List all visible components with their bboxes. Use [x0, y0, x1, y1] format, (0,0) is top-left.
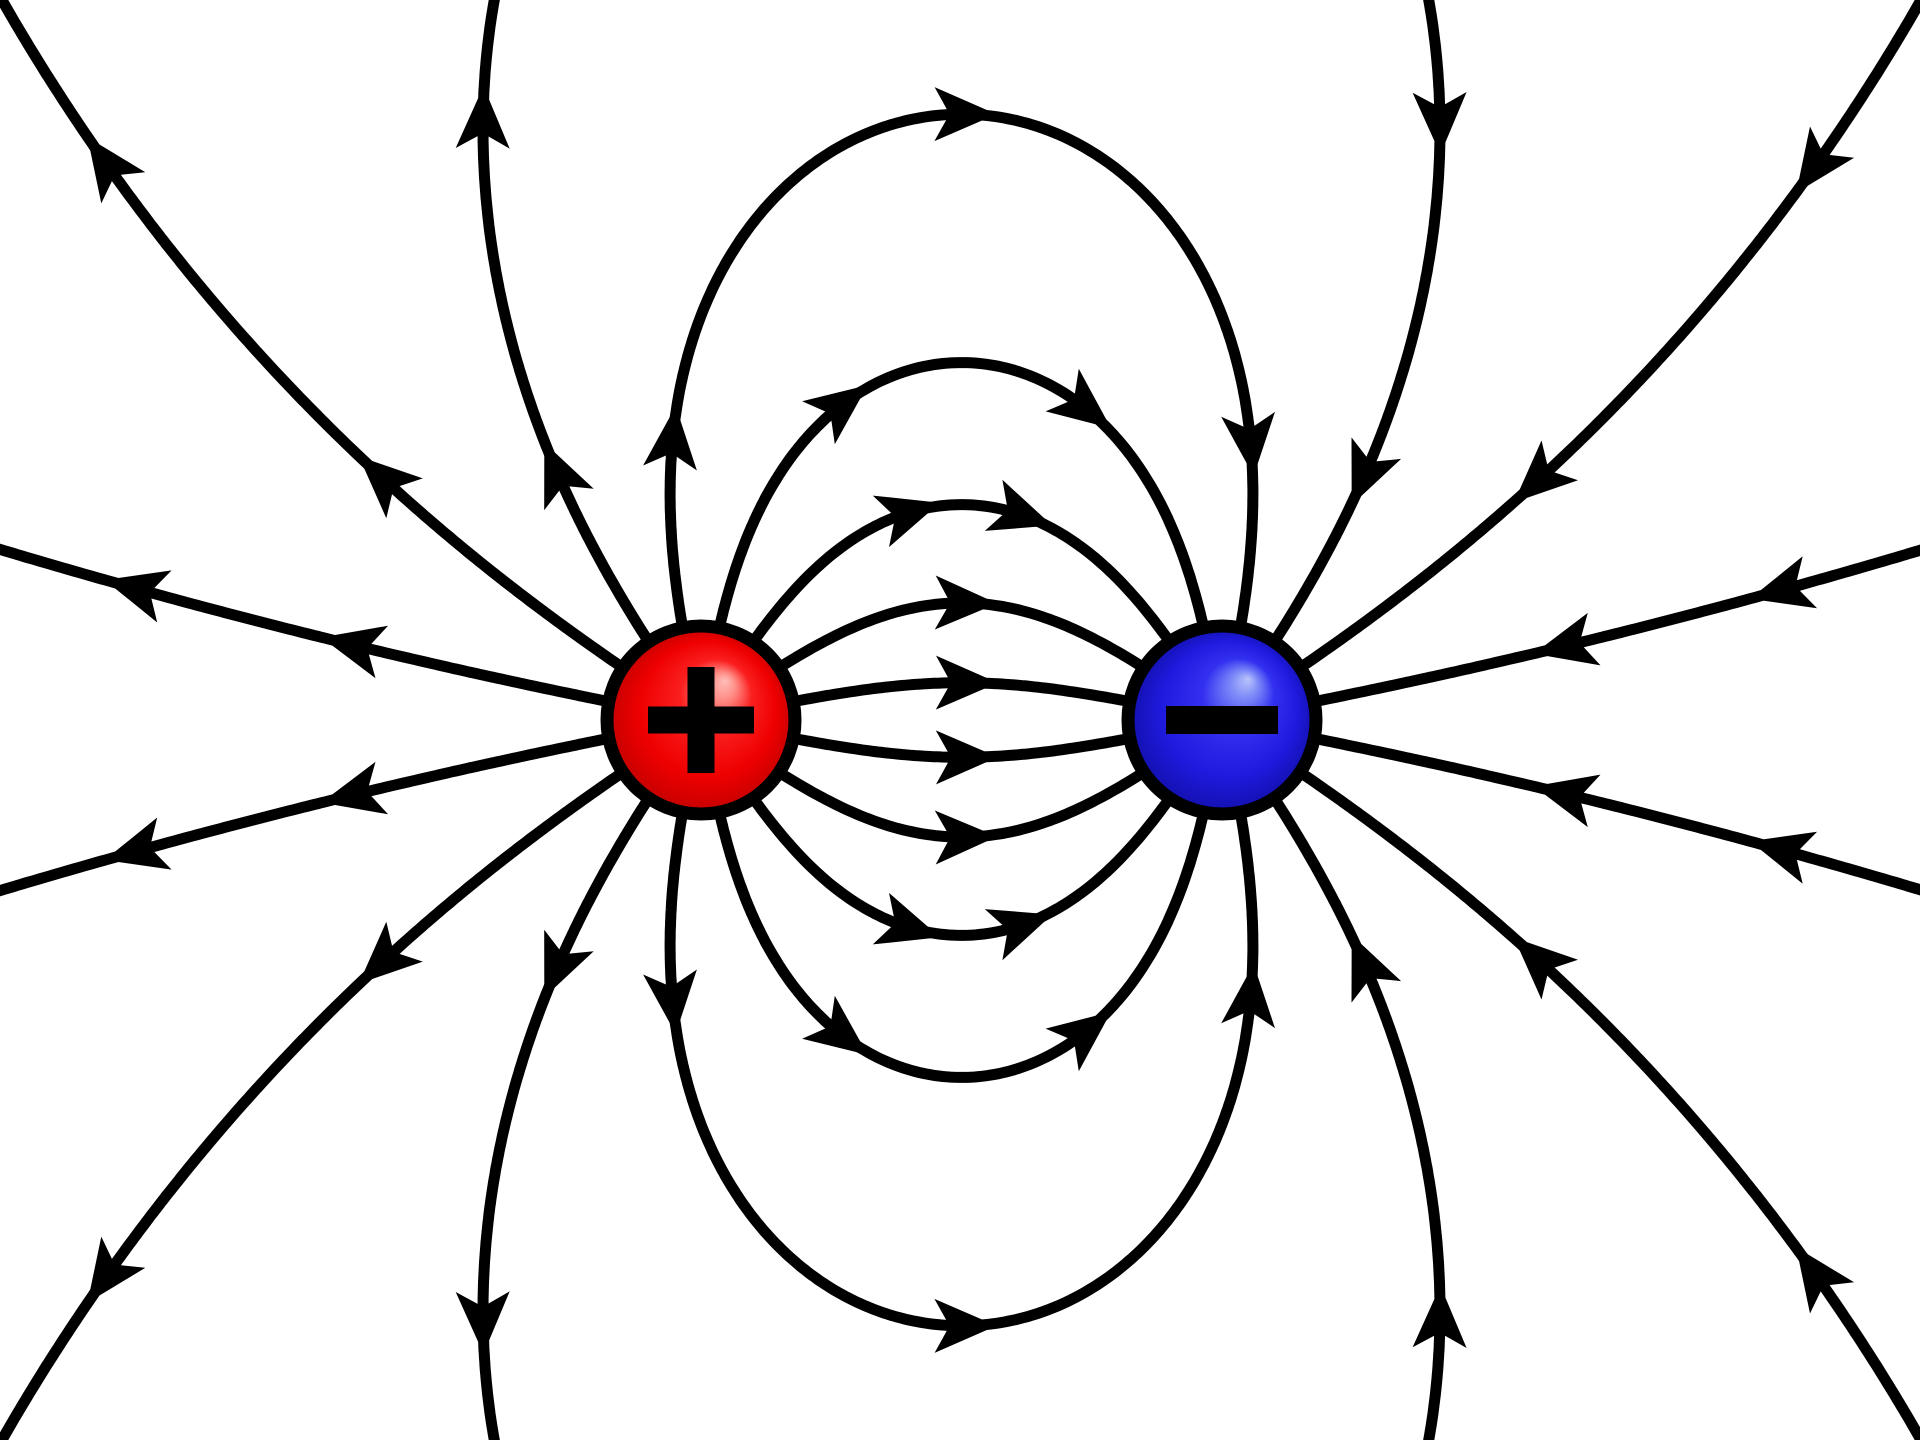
field-arrowhead [455, 86, 510, 149]
field-line [749, 499, 1177, 648]
field-line [714, 810, 1210, 1083]
field-line [1270, 0, 1446, 644]
field-arrowhead [1533, 612, 1601, 666]
field-arrowhead [1750, 831, 1818, 884]
field-line [664, 108, 1259, 629]
field-arrowhead [872, 495, 940, 548]
field-arrowhead [1045, 368, 1111, 429]
field-line [1315, 544, 1920, 707]
field-arrowhead [104, 817, 172, 870]
field-arrowhead [935, 730, 998, 785]
field-arrowhead [1412, 1285, 1467, 1348]
field-line [1298, 0, 1920, 672]
negative-charge [1121, 619, 1323, 821]
field-arrowhead [1221, 411, 1275, 476]
field-arrowhead [321, 625, 389, 679]
field-arrowhead [1045, 1011, 1111, 1072]
field-arrowhead [872, 892, 940, 945]
field-line [0, 733, 608, 897]
field-arrowhead [802, 385, 868, 445]
charges-layer [600, 619, 1323, 821]
positive-charge [600, 619, 802, 821]
field-arrowhead [544, 929, 594, 998]
field-arrowhead [358, 456, 423, 519]
field-arrowhead [1533, 774, 1601, 828]
field-line [0, 543, 608, 707]
field-line [0, 0, 625, 672]
field-arrowhead [984, 479, 1053, 531]
field-arrowhead [934, 810, 998, 865]
field-arrowhead [1796, 126, 1855, 193]
field-arrowhead [104, 570, 172, 623]
field-arrowhead [934, 1298, 997, 1353]
field-arrowhead [934, 87, 997, 142]
field-arrowhead [1412, 92, 1467, 155]
field-arrowhead [321, 761, 389, 815]
field-arrowhead [87, 137, 146, 204]
field-arrowhead [544, 442, 594, 511]
field-line [477, 0, 653, 644]
field-line [749, 792, 1177, 941]
field-arrowhead [1750, 556, 1818, 609]
field-arrowhead [934, 575, 998, 630]
field-line [477, 796, 653, 1440]
minus-symbol [1166, 706, 1278, 734]
field-line [714, 357, 1210, 630]
field-arrowhead [1351, 437, 1402, 505]
field-line [664, 811, 1259, 1332]
field-arrowhead [1514, 440, 1578, 503]
field-arrowhead [643, 969, 697, 1034]
field-arrowhead [1514, 937, 1578, 1000]
field-line [1270, 796, 1446, 1440]
field-arrowhead [455, 1291, 510, 1354]
field-arrowhead [358, 921, 423, 984]
field-arrowhead [802, 995, 868, 1055]
field-arrowhead [1796, 1247, 1855, 1314]
arrowheads-layer [87, 86, 1855, 1354]
field-arrowhead [87, 1236, 146, 1303]
field-line [1315, 733, 1920, 896]
field-line [0, 768, 625, 1440]
field-arrowhead [935, 655, 998, 710]
plus-symbol-vertical-bar [687, 667, 715, 773]
field-line [1298, 768, 1920, 1440]
field-arrowhead [643, 406, 697, 471]
field-arrowhead [984, 909, 1053, 961]
field-arrowhead [1351, 935, 1402, 1003]
field-arrowhead [1221, 964, 1275, 1029]
